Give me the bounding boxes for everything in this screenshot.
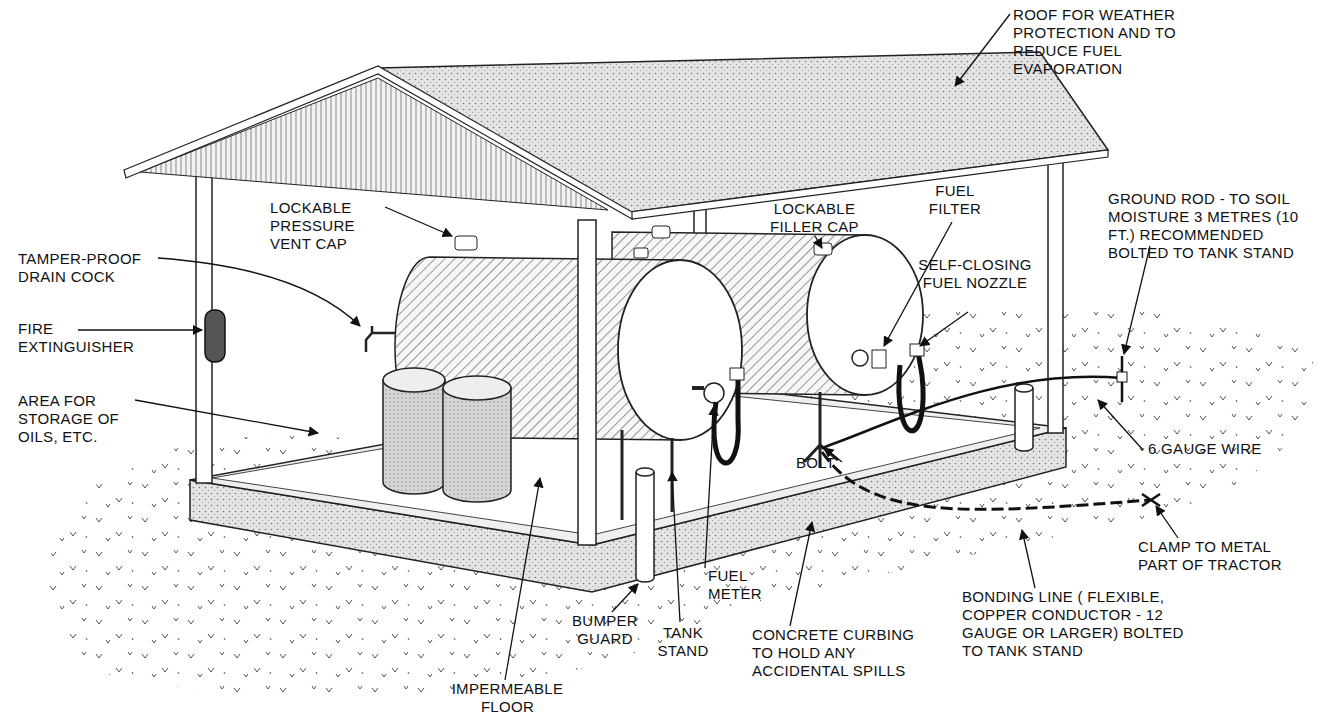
- post: [578, 220, 596, 545]
- fuel-meter: [704, 383, 724, 403]
- leader-line: [1022, 530, 1035, 588]
- callout-label: BONDING LINE ( FLEXIBLE, COPPER CONDUCTO…: [962, 588, 1187, 660]
- leader-line: [505, 478, 540, 680]
- callout-label: LOCKABLE PRESSURE VENT CAP: [270, 199, 380, 253]
- cap: [634, 248, 648, 258]
- oil-barrel: [383, 380, 445, 494]
- callout-label: ROOF FOR WEATHER PROTECTION AND TO REDUC…: [1013, 6, 1218, 78]
- callout-label: 6 GAUGE WIRE: [1148, 440, 1308, 458]
- self-closing-nozzle: [910, 344, 924, 356]
- leader-line: [815, 236, 822, 248]
- tank-stand: [621, 430, 624, 520]
- callout-label: CLAMP TO METAL PART OF TRACTOR: [1138, 538, 1298, 574]
- pressure-vent-cap: [652, 226, 670, 238]
- callout-label: IMPERMEABLE FLOOR: [440, 680, 575, 716]
- leader-line: [385, 207, 452, 236]
- fuel-hose: [899, 352, 923, 431]
- leader-line: [955, 14, 1010, 86]
- callout-label: TAMPER-PROOF DRAIN COCK: [18, 250, 158, 286]
- fire-extinguisher: [205, 310, 225, 362]
- callout-label: BUMPER GUARD: [560, 612, 650, 648]
- roof-fascia: [630, 150, 1108, 219]
- oil-barrel-top: [443, 376, 511, 400]
- fuel-filter: [852, 350, 868, 366]
- callout-label: TANK STAND: [648, 624, 718, 660]
- callout-label: AREA FOR STORAGE OF OILS, ETC.: [18, 392, 130, 446]
- bumper-guard-top: [636, 468, 654, 476]
- leader-line: [612, 584, 638, 612]
- leader-line: [705, 406, 714, 568]
- callout-label: SELF-CLOSING FUEL NOZZLE: [905, 256, 1045, 292]
- callout-label: CONCRETE CURBING TO HOLD ANY ACCIDENTAL …: [752, 626, 937, 680]
- roof-edge: [124, 66, 632, 219]
- bumper-guard-top: [1015, 384, 1033, 392]
- fuel-pipe: [692, 386, 704, 390]
- tank-end: [618, 260, 742, 440]
- oil-barrel-top: [383, 368, 445, 392]
- leader-lines: [78, 14, 1178, 680]
- leader-line: [1156, 506, 1178, 538]
- bumper-guard: [636, 472, 654, 582]
- drain-cock: [366, 326, 395, 352]
- oil-barrel: [443, 388, 511, 502]
- filler-cap: [814, 243, 832, 255]
- tank-stand: [819, 392, 822, 445]
- leader-line: [1098, 400, 1143, 450]
- pressure-vent-cap: [455, 236, 477, 250]
- leader-line: [158, 258, 360, 326]
- leader-line: [672, 472, 680, 622]
- callout-label: GROUND ROD - TO SOIL MOISTURE 3 METRES (…: [1108, 190, 1313, 262]
- leader-line: [135, 400, 318, 433]
- callout-label: FUEL METER: [708, 567, 798, 603]
- ground-wire: [822, 377, 1122, 448]
- bumper-guard: [1015, 388, 1033, 451]
- leader-line: [1124, 246, 1150, 354]
- leader-line: [78, 329, 202, 330]
- leader-line: [920, 312, 968, 346]
- fuel-hose: [714, 375, 738, 463]
- ground-rod-clamp: [1117, 372, 1127, 382]
- callout-label: LOCKABLE FILLER CAP: [752, 200, 877, 236]
- callout-label: FUEL FILTER: [915, 182, 995, 218]
- bonding-line: [822, 452, 1150, 509]
- tank-end: [807, 235, 923, 395]
- fuel-filter: [872, 350, 886, 368]
- post: [1048, 150, 1063, 433]
- self-closing-nozzle: [730, 368, 744, 380]
- leader-line: [790, 522, 812, 626]
- callout-label: BOLT: [796, 454, 856, 472]
- tractor-clamp: [1142, 494, 1160, 506]
- callout-label: FIRE EXTINGUISHER: [18, 320, 158, 356]
